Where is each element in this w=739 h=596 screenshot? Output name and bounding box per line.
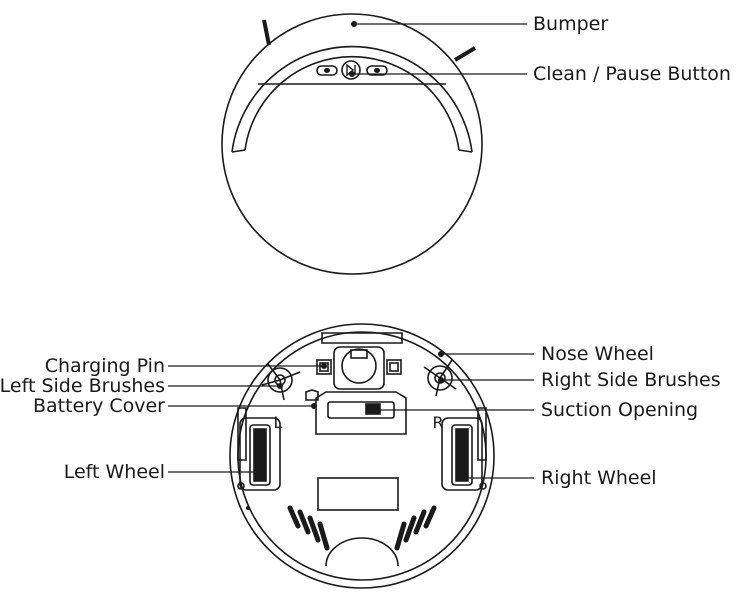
left-wheel-housing [239,417,281,491]
bottom-rear-notch [325,537,399,567]
right-wheel-housing [441,417,483,491]
label-bumper: Bumper [533,13,609,35]
screw-hole-right [479,482,487,490]
label-suction-opening: Suction Opening [541,399,699,421]
label-clean-pause-button: Clean / Pause Button [533,63,731,85]
leader-left-side-brushes-dot [277,383,283,389]
label-left-wheel: Left Wheel [63,461,165,483]
label-nose-wheel: Nose Wheel [541,343,654,365]
top-bumper-end-left [231,149,246,153]
leader-bumper-dot [351,21,357,27]
nose-wheel-hub [350,349,368,359]
label-battery-cover: Battery Cover [33,395,165,417]
top-body-outline [221,13,483,275]
top-side-brush-right [453,46,477,62]
top-view-robot [221,13,483,275]
left-wheel [249,424,271,486]
charging-pin-left [316,359,332,375]
left-marking: L [274,413,283,432]
leader-right-wheel-dot [459,475,465,481]
right-wheel [451,424,473,486]
label-right-side-brushes: Right Side Brushes [541,369,721,391]
indicator-right [366,65,388,76]
right-side-brush-hub [434,372,446,384]
left-side-brush [267,367,293,393]
right-marking: R [432,413,443,432]
screw-hole-left [237,482,245,490]
vent-slots-left [287,505,330,551]
bottom-label-panel [317,477,399,511]
label-left-side-brushes: Left Side Brushes [0,375,165,397]
leader-suction-opening-dot [371,407,377,413]
indicator-right-dot [374,68,380,73]
indicator-left-dot [324,68,330,73]
nose-wheel-housing [333,346,385,390]
screw-hole-left-2 [246,506,250,510]
top-bumper-inner [244,55,460,151]
top-bumper-outer [231,45,473,153]
charging-pin-right-inner [389,362,399,372]
right-wheel-tread [455,428,469,482]
left-brush-arm-1 [267,363,281,381]
clean-pause-button-graphic [341,60,361,80]
top-side-brush-left [262,19,271,46]
suction-housing [315,391,407,435]
left-brush-arm-4 [261,379,281,386]
leader-right-side-brushes-dot [438,377,444,383]
left-brush-arm-2 [279,371,301,381]
top-bumper-end-right [458,149,473,153]
bottom-body-outline [229,323,495,589]
right-brush-arm-2 [423,366,441,379]
leader-battery-cover-dot [311,403,317,409]
leader-charging-pin-dot [321,363,327,369]
right-edge-bumper [477,407,487,461]
leader-nose-wheel-dot [438,351,444,357]
nose-wheel [341,348,377,384]
nose-top-bar [321,332,403,344]
left-wheel-tread [253,428,267,482]
leader-clean-pause-dot [349,71,355,77]
charging-pin-right [386,359,402,375]
leader-left-wheel-dot [255,469,261,475]
label-right-wheel: Right Wheel [541,467,657,489]
indicator-left [316,65,338,76]
right-brush-arm-1 [439,359,453,379]
vent-slots-right [394,505,437,551]
label-charging-pin: Charging Pin [44,355,165,377]
right-side-brush [427,365,453,391]
bottom-view-robot [229,323,495,589]
left-edge-bumper [237,407,247,461]
